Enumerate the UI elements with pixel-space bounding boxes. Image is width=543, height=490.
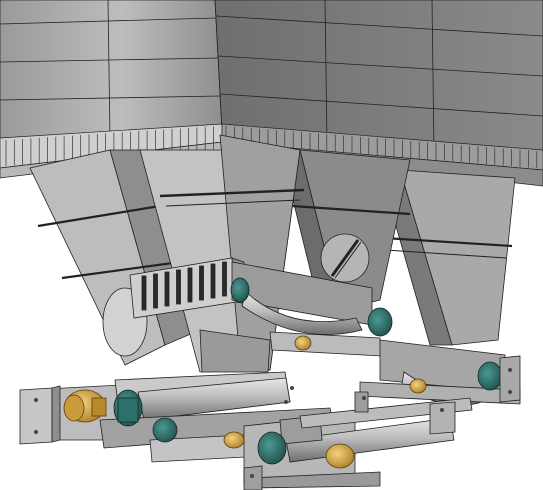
bolt	[440, 408, 444, 412]
bolt	[34, 430, 38, 434]
trough-upper-right	[231, 261, 383, 357]
gear-motor-upper	[230, 277, 393, 337]
plate-slot	[222, 261, 227, 297]
brass-coupling-front	[325, 443, 355, 469]
base-frame	[19, 355, 521, 490]
brass-coupling-upper	[294, 335, 312, 351]
plate-slot	[176, 269, 181, 305]
fastener-bolts	[34, 368, 512, 478]
trough-right	[359, 339, 521, 406]
gear-motor-center	[152, 417, 178, 443]
brass-coupling-left	[63, 389, 107, 423]
bolt	[508, 368, 512, 372]
plate-slot	[164, 271, 170, 307]
bin-right-face	[214, 0, 543, 166]
bin-seam	[107, 0, 111, 141]
bolt	[284, 400, 288, 404]
storage-bin	[0, 0, 543, 166]
plate-slot	[210, 263, 216, 299]
plate-slot	[187, 267, 193, 303]
plate-ribs	[141, 261, 227, 311]
gear-motor-left	[113, 389, 143, 427]
bolt	[508, 390, 512, 394]
brass-coupling-mid	[223, 431, 245, 449]
bolt	[34, 398, 38, 402]
gear-motor-front	[257, 431, 287, 465]
bolt	[362, 396, 366, 400]
plate-slot	[141, 275, 147, 311]
gear-motor-right	[477, 361, 503, 391]
plate-slot	[153, 273, 158, 309]
bolt	[290, 386, 294, 390]
bolt	[250, 474, 254, 478]
brass-coupling-right	[409, 378, 427, 394]
plate-slot	[199, 265, 204, 301]
